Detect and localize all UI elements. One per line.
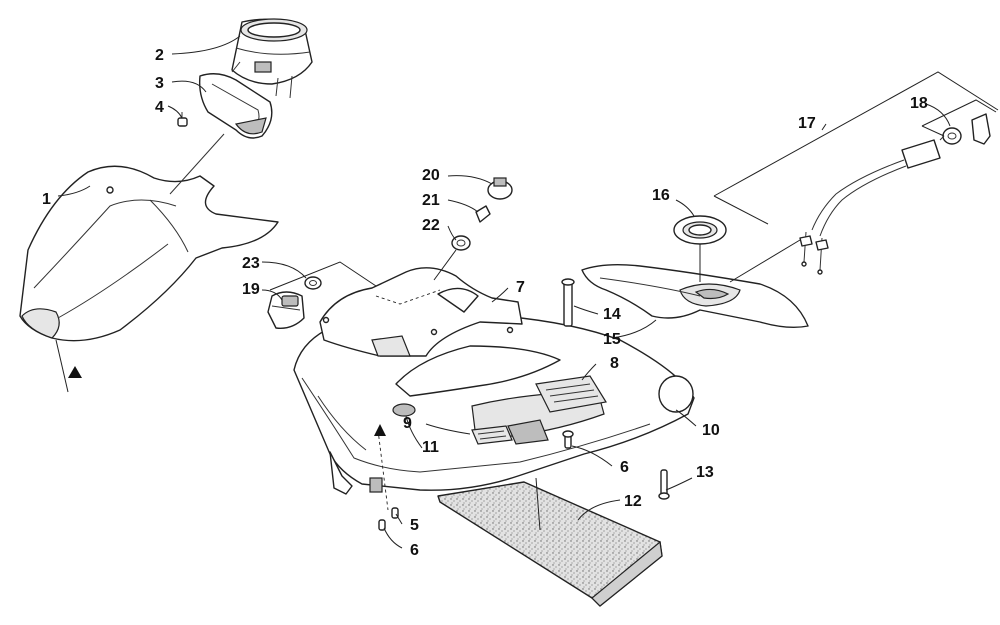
- callout-20: 20: [422, 167, 440, 184]
- key-nut-part: [451, 235, 471, 251]
- callout-4: 4: [155, 99, 164, 116]
- callout-8: 8: [610, 355, 619, 372]
- key-cap-part: [487, 177, 513, 200]
- screw-part-4: [177, 112, 188, 127]
- console-panel-part: [319, 267, 605, 445]
- throttle-cable-part: [799, 139, 941, 275]
- callout-6-upper: 6: [620, 459, 629, 476]
- throttle-lever-part: [939, 113, 991, 145]
- decal-part-9: [471, 425, 513, 445]
- gauge-part: [231, 18, 313, 99]
- callout-18: 18: [910, 95, 928, 112]
- callout-10: 10: [702, 422, 720, 439]
- orientation-arrow-left: [68, 366, 82, 378]
- callout-14: 14: [603, 306, 621, 323]
- callout-19: 19: [242, 281, 260, 298]
- bolt-part-14: [561, 278, 575, 327]
- callout-leaders: [57, 35, 951, 549]
- callout-7: 7: [516, 279, 525, 296]
- handlebar-cover-part: [581, 263, 809, 329]
- nose-cover-part: [19, 133, 279, 342]
- callout-9: 9: [403, 415, 412, 432]
- callout-17: 17: [798, 115, 816, 132]
- callout-2: 2: [155, 47, 164, 64]
- callout-1: 1: [42, 191, 51, 208]
- orientation-arrow-center: [374, 424, 386, 436]
- foam-pad-part: [437, 481, 663, 607]
- switch-part: [267, 291, 305, 329]
- callout-6-lower: 6: [410, 542, 419, 559]
- bolt-part-13: [658, 469, 670, 500]
- cap-part-10: [658, 375, 694, 413]
- callout-11: 11: [422, 439, 439, 456]
- callout-5: 5: [410, 517, 419, 534]
- decal-part-8: [535, 375, 607, 413]
- assembly-lines: [55, 71, 999, 531]
- grommet-part-16: [673, 215, 727, 245]
- callout-23: 23: [242, 255, 260, 272]
- callout-22: 22: [422, 217, 440, 234]
- nut-part-23: [304, 276, 322, 290]
- gauge-bracket-part: [198, 73, 273, 139]
- screw-part-6-upper: [562, 430, 574, 449]
- callout-16: 16: [652, 187, 670, 204]
- callout-13: 13: [696, 464, 714, 481]
- screw-part-6-lower: [378, 519, 386, 531]
- callout-15: 15: [603, 331, 621, 348]
- key-part: [475, 205, 491, 223]
- plug-part-11: [392, 403, 416, 417]
- callout-21: 21: [422, 192, 440, 209]
- callout-12: 12: [624, 493, 642, 510]
- callout-3: 3: [155, 75, 164, 92]
